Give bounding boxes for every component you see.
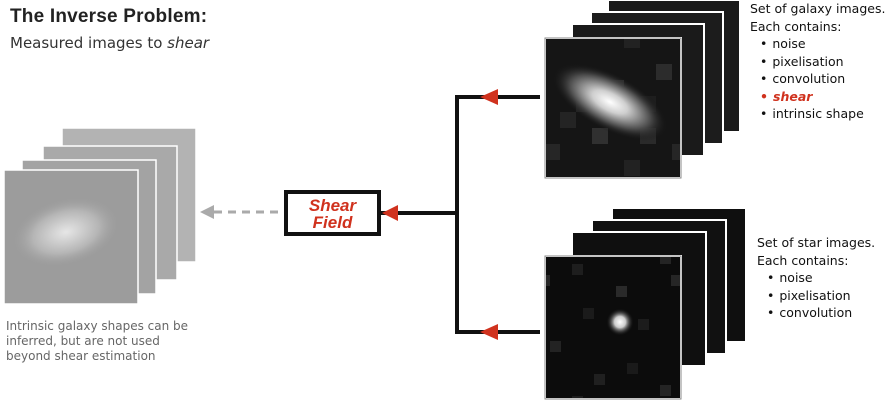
- intrinsic-image-stack: [3, 127, 197, 305]
- star-point: [606, 308, 634, 336]
- star-set-heading: Set of star images.: [757, 235, 876, 250]
- galaxy-set-list: noise pixelisation convolution shear int…: [750, 35, 885, 123]
- arrowhead-to-shear-field: [382, 205, 398, 221]
- subtitle-prefix: Measured images to: [10, 34, 168, 52]
- diagram-title: The Inverse Problem:: [10, 6, 208, 27]
- star-image-stack: [544, 207, 747, 400]
- star-set-subheading: Each contains:: [757, 252, 849, 268]
- subtitle-emphasis: shear: [167, 34, 210, 52]
- list-item: noise: [760, 35, 885, 53]
- list-item-highlighted: shear: [760, 88, 885, 106]
- list-item: convolution: [760, 70, 885, 88]
- list-item: intrinsic shape: [760, 105, 885, 123]
- dashed-arrow: [200, 205, 278, 219]
- star-set-list: noise pixelisation convolution: [757, 269, 875, 322]
- galaxy-image-stack: [544, 0, 741, 179]
- list-item: noise: [767, 269, 875, 287]
- galaxy-set-description: Set of galaxy images. Each contains: noi…: [750, 0, 885, 123]
- list-item: pixelisation: [760, 53, 885, 71]
- list-item: pixelisation: [767, 287, 875, 305]
- intrinsic-shapes-caption: Intrinsic galaxy shapes can be inferred,…: [6, 319, 189, 363]
- galaxy-set-heading: Set of galaxy images.: [750, 1, 886, 16]
- arrowhead-from-galaxy-images: [480, 89, 498, 105]
- arrowhead-from-star-images: [480, 324, 498, 340]
- intrinsic-galaxy-shape: [11, 196, 121, 268]
- galaxy-set-subheading: Each contains:: [750, 18, 842, 34]
- shear-field-label-line2: Field: [312, 213, 353, 232]
- connector-lines: [381, 95, 540, 334]
- shear-field-label-line1: Shear: [308, 196, 357, 215]
- star-set-description: Set of star images. Each contains: noise…: [757, 234, 875, 322]
- diagram-subtitle: Measured images to shear: [10, 34, 209, 52]
- galaxy-blob: [551, 63, 669, 141]
- list-item: convolution: [767, 304, 875, 322]
- shear-field-box: Shear Field: [284, 190, 381, 236]
